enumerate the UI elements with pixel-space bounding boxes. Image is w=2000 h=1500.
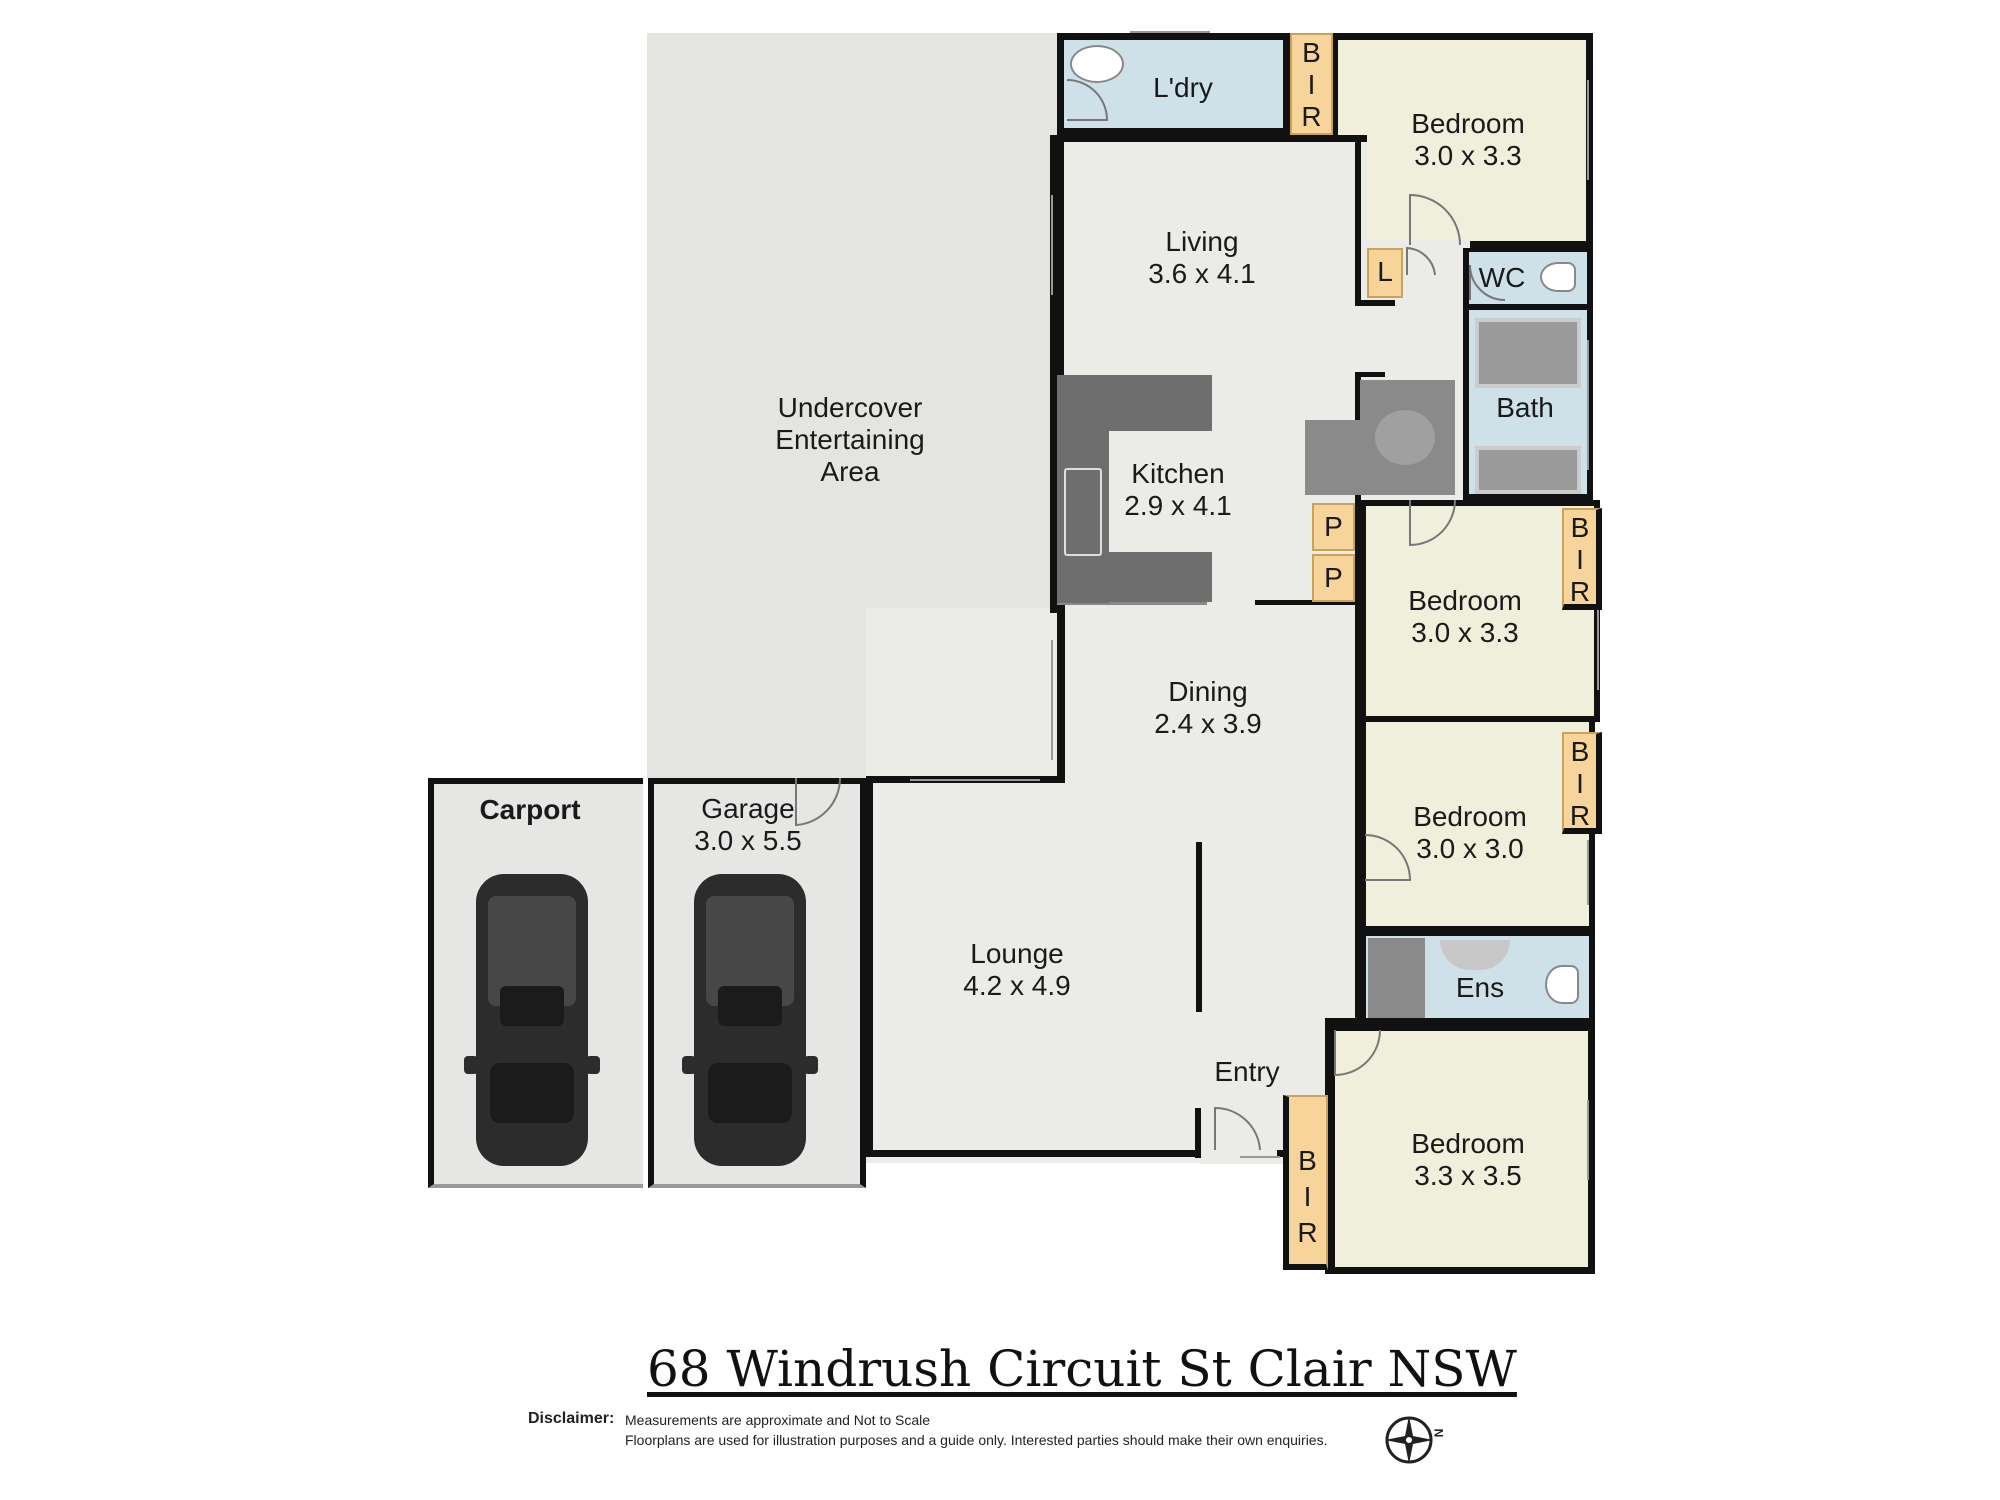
wc-label: WC <box>1478 262 1526 293</box>
pantry-1: P <box>1312 503 1355 551</box>
toilet-icon <box>1540 262 1576 292</box>
wall <box>1325 1024 1332 1274</box>
disclaimer-heading: Disclaimer: <box>528 1410 615 1427</box>
car-icon <box>464 874 600 1166</box>
car-icon <box>682 874 818 1166</box>
wall <box>866 776 873 1156</box>
bedroom-4 <box>1330 1024 1595 1274</box>
wall <box>1050 135 1057 613</box>
laundry-label: L'dry <box>1153 72 1213 103</box>
property-address-title: 68 Windrush Circuit St Clair NSW <box>647 1340 1517 1398</box>
carport-label: Carport <box>479 794 581 825</box>
toilet-icon <box>1545 965 1579 1004</box>
pantry-2: P <box>1312 554 1355 602</box>
wall <box>1195 1108 1201 1158</box>
wall <box>1355 722 1361 1022</box>
kitchen-bench-bottom <box>1057 552 1212 602</box>
ensuite-label: Ens <box>1455 972 1505 1003</box>
shower-icon <box>1368 938 1425 1018</box>
tub-icon <box>1070 45 1124 83</box>
undercover-label: Undercover Entertaining Area <box>775 392 925 487</box>
wall <box>866 1150 1200 1157</box>
wall <box>1255 600 1360 605</box>
wall <box>1355 135 1361 305</box>
wall <box>1057 600 1207 605</box>
wall <box>1355 500 1361 722</box>
disclaimer-line-2: Floorplans are used for illustration pur… <box>625 1432 1328 1448</box>
sink-icon <box>1064 468 1102 556</box>
compass-north-label: N <box>1431 1428 1446 1438</box>
basin-icon <box>1375 410 1435 465</box>
wall <box>1057 605 1065 783</box>
wall <box>1355 300 1395 306</box>
bedroom-3 <box>1360 722 1595 932</box>
entry-label: Entry <box>1214 1056 1280 1087</box>
shower-icon <box>1475 446 1581 494</box>
compass-icon <box>1385 1416 1433 1464</box>
wall <box>1325 1018 1365 1024</box>
disclaimer-line-1: Measurements are approximate and Not to … <box>625 1412 931 1428</box>
feature-wall <box>1196 842 1202 1012</box>
linen-cupboard: L <box>1367 248 1403 298</box>
wall <box>1355 372 1385 377</box>
vanity <box>1305 420 1360 495</box>
bathtub-icon <box>1475 318 1581 388</box>
dining-upper <box>1057 608 1362 783</box>
bath-label: Bath <box>1496 392 1554 423</box>
